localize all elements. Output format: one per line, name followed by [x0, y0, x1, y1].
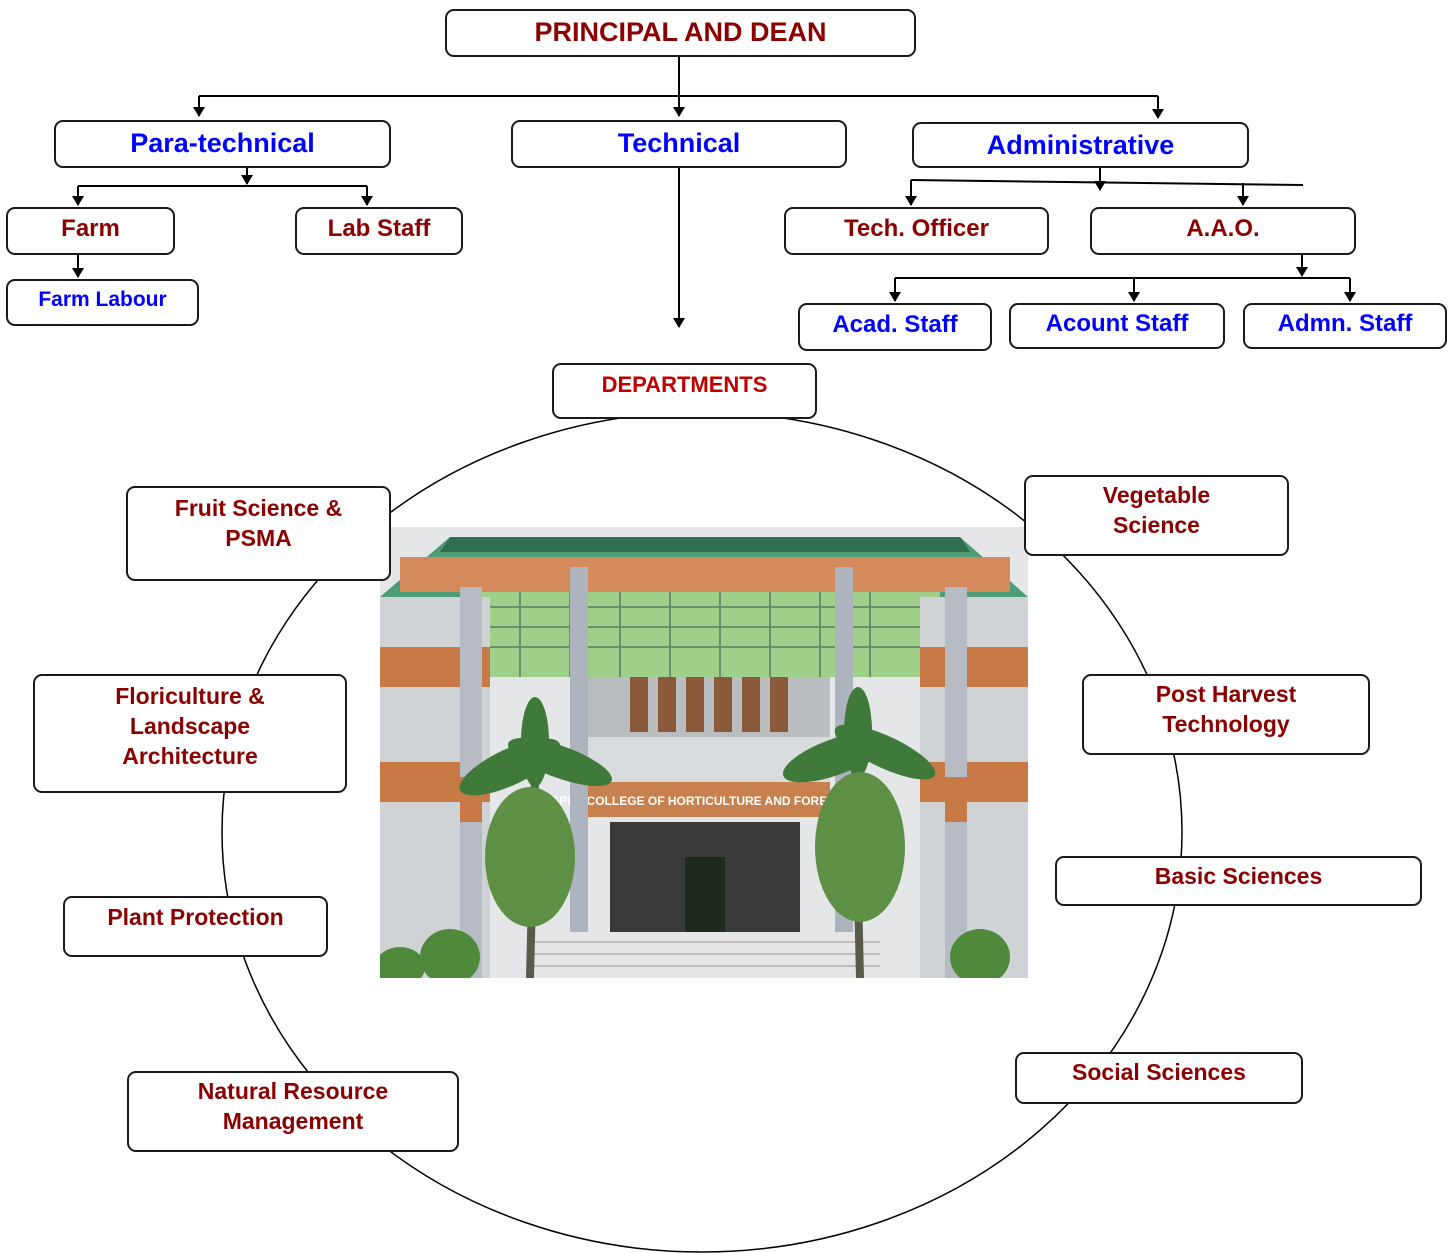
farm-label: Farm	[61, 215, 120, 242]
dept-post-harvest-label: Post Harvest Technology	[1155, 681, 1297, 737]
account-staff-label: Acount Staff	[1045, 310, 1189, 337]
dept-social-sciences-box: Social Sciences	[1015, 1052, 1303, 1104]
dept-natural-resource-label: Natural Resource Management	[197, 1078, 389, 1134]
dept-floriculture-box: Floriculture & Landscape Architecture	[33, 674, 347, 793]
dept-floriculture-label: Floriculture & Landscape Architecture	[115, 683, 265, 769]
technical-label: Technical	[617, 128, 741, 158]
technical-box: Technical	[511, 120, 847, 168]
farm-labour-label: Farm Labour	[38, 288, 167, 311]
admn-staff-box: Admn. Staff	[1243, 303, 1447, 349]
dept-basic-sciences-box: Basic Sciences	[1055, 856, 1422, 906]
lab-staff-box: Lab Staff	[295, 207, 463, 255]
aao-box: A.A.O.	[1090, 207, 1356, 255]
departments-box: DEPARTMENTS	[552, 363, 817, 419]
dept-vegetable-science-box: Vegetable Science	[1024, 475, 1289, 556]
principal-dean-box: PRINCIPAL AND DEAN	[445, 9, 916, 57]
principal-dean-label: PRINCIPAL AND DEAN	[534, 17, 827, 48]
tech-officer-label: Tech. Officer	[844, 215, 989, 242]
farm-box: Farm	[6, 207, 175, 255]
acad-staff-box: Acad. Staff	[798, 303, 992, 351]
dept-basic-sciences-label: Basic Sciences	[1154, 863, 1323, 889]
dept-vegetable-science-label: Vegetable Science	[1102, 482, 1211, 538]
farm-labour-box: Farm Labour	[6, 279, 199, 326]
dept-post-harvest-box: Post Harvest Technology	[1082, 674, 1370, 755]
college-building-photo: SPEE COLLEGE OF HORTICULTURE AND FORESTR…	[380, 527, 1028, 978]
paratechnical-box: Para-technical	[54, 120, 391, 168]
acad-staff-label: Acad. Staff	[832, 311, 958, 338]
tech-officer-box: Tech. Officer	[784, 207, 1049, 255]
dept-social-sciences-label: Social Sciences	[1072, 1059, 1246, 1085]
paratechnical-label: Para-technical	[130, 128, 315, 158]
administrative-label: Administrative	[986, 130, 1175, 160]
account-staff-box: Acount Staff	[1009, 303, 1225, 349]
administrative-box: Administrative	[912, 122, 1249, 168]
dept-natural-resource-box: Natural Resource Management	[127, 1071, 459, 1152]
connector-admin-bar	[910, 179, 1304, 186]
aao-label: A.A.O.	[1186, 215, 1260, 242]
dept-plant-protection-box: Plant Protection	[63, 896, 328, 957]
departments-label: DEPARTMENTS	[601, 372, 768, 397]
admn-staff-label: Admn. Staff	[1277, 310, 1413, 337]
dept-plant-protection-label: Plant Protection	[107, 904, 284, 930]
dept-fruit-science-box: Fruit Science & PSMA	[126, 486, 391, 581]
dept-fruit-science-label: Fruit Science & PSMA	[174, 495, 343, 551]
building-sign-text: SPEE COLLEGE OF HORTICULTURE AND FORESTR…	[551, 794, 859, 808]
lab-staff-label: Lab Staff	[327, 215, 431, 242]
